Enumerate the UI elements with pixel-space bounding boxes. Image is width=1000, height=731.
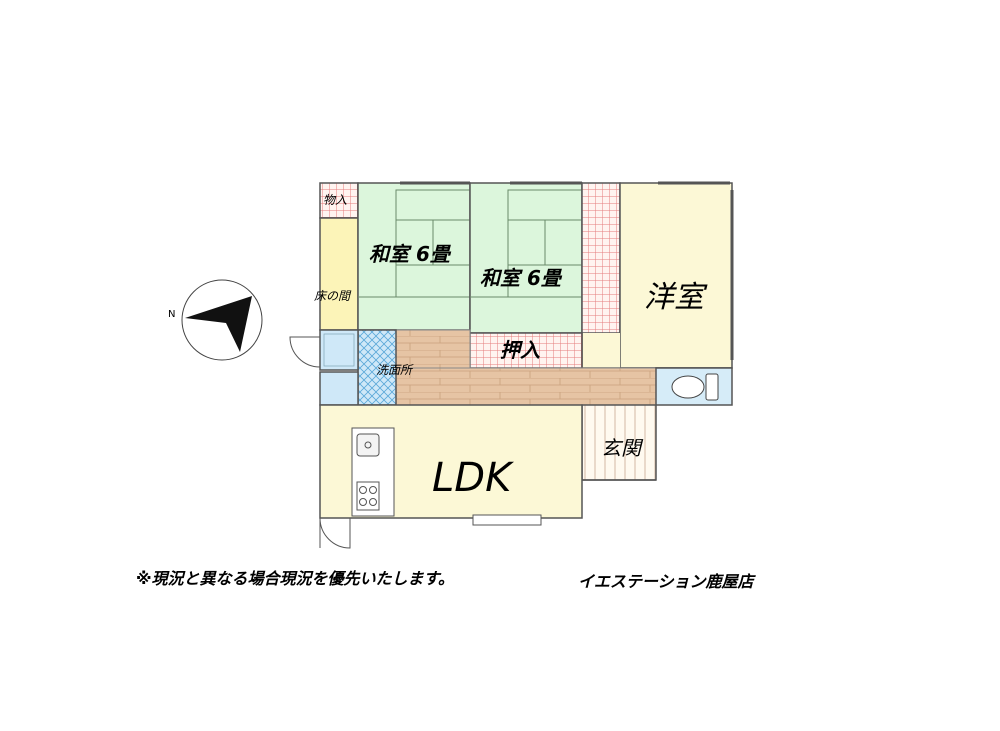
footer-agency: イエステーション鹿屋店 [578, 572, 754, 591]
toilet-tank-icon [705, 373, 719, 401]
sink-icon [356, 433, 380, 457]
washitsu-right-label: 和室 6畳 [480, 266, 561, 290]
tokonoma-label: 床の間 [314, 289, 351, 303]
door-swing-ldk [319, 517, 351, 549]
compass-north-label: N [168, 309, 176, 320]
ldk-window [472, 514, 542, 526]
washitsu-right-area [469, 182, 583, 334]
ldk-label: LDK [432, 455, 512, 501]
genkan-area [581, 404, 657, 481]
bath-area [319, 329, 359, 371]
toilet-bowl-icon [671, 375, 705, 399]
senmenjo-area [357, 329, 397, 406]
storage-small-label: 物入 [323, 193, 348, 207]
oshiire-label: 押入 [500, 338, 540, 362]
youshitsu-label: 洋室 [644, 280, 704, 315]
closet-vertical-area [581, 182, 621, 334]
washitsu-left-area [357, 182, 471, 331]
genkan-label: 玄関 [601, 436, 641, 460]
washitsu-left-label: 和室 6畳 [369, 242, 450, 266]
stove-icon [356, 481, 380, 511]
youshitsu-area [619, 182, 733, 369]
bath-area-lower [319, 371, 359, 406]
footer-notice: ※現況と異なる場合現況を優先いたします。 [136, 569, 454, 588]
compass-icon [181, 279, 263, 361]
tokonoma-area [319, 217, 359, 331]
senmenjo-label: 洗面所 [376, 363, 413, 377]
door-swing-left-upper [289, 336, 321, 368]
corridor-floor-lower [395, 367, 657, 406]
